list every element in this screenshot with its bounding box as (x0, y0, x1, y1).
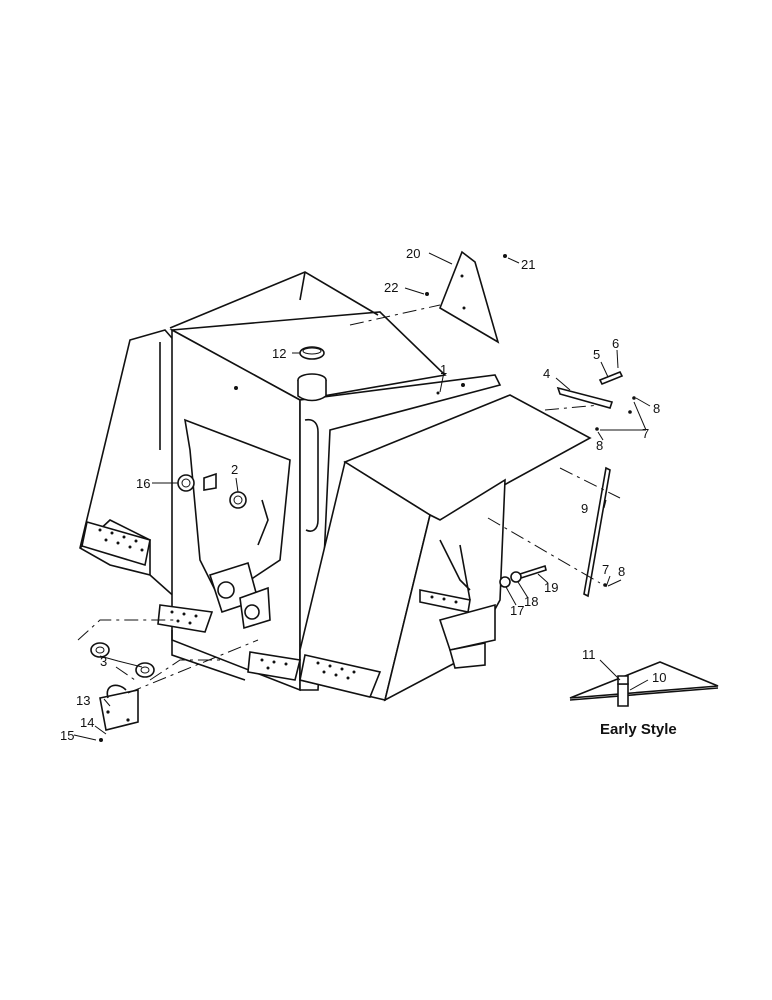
callout-22: 22 (384, 280, 398, 295)
callout-14: 14 (80, 715, 94, 730)
callout-2: 2 (231, 462, 238, 477)
filler-neck (297, 373, 327, 402)
callout-12: 12 (272, 346, 286, 361)
callout-8c: 8 (618, 564, 625, 579)
callout-6: 6 (612, 336, 619, 351)
hook-bracket (99, 684, 139, 731)
callout-8b: 8 (596, 438, 603, 453)
callout-16: 16 (136, 476, 150, 491)
early-style-inset (569, 661, 719, 707)
callout-labels: 1 2 3 4 5 6 7 8 8 9 7 8 10 11 12 13 14 1… (60, 246, 666, 743)
support-bracket (556, 370, 624, 409)
bolt-hardware (499, 564, 547, 588)
inset-caption: Early Style (600, 721, 677, 738)
mounting-lugs (208, 561, 271, 630)
callout-20: 20 (406, 246, 420, 261)
callout-21: 21 (521, 257, 535, 272)
callout-1: 1 (440, 362, 447, 377)
filler-cap-ring (299, 346, 325, 360)
bushing (229, 491, 247, 509)
brace-rod (583, 466, 611, 598)
tank-step-front (247, 651, 301, 681)
callout-11: 11 (582, 647, 596, 662)
callout-9: 9 (581, 501, 588, 516)
callout-13: 13 (76, 693, 90, 708)
right-fender-step (299, 654, 382, 698)
callout-4: 4 (543, 366, 550, 381)
callout-8a: 8 (653, 401, 660, 416)
left-fender-step (81, 520, 151, 567)
callout-5: 5 (593, 347, 600, 362)
callout-18: 18 (524, 594, 538, 609)
cover-plate (439, 250, 500, 344)
right-fender (299, 394, 592, 702)
callout-3: 3 (100, 654, 107, 669)
sight-gauge (177, 474, 195, 492)
tank-step-left (157, 604, 214, 633)
callout-7b: 7 (602, 562, 609, 577)
callout-7a: 7 (642, 426, 649, 441)
callout-10: 10 (652, 670, 666, 685)
leader-lines (73, 252, 651, 741)
left-fender (79, 329, 179, 602)
callout-15: 15 (60, 728, 74, 743)
callout-19: 19 (544, 580, 558, 595)
tab (203, 472, 217, 491)
callout-17: 17 (510, 603, 524, 618)
